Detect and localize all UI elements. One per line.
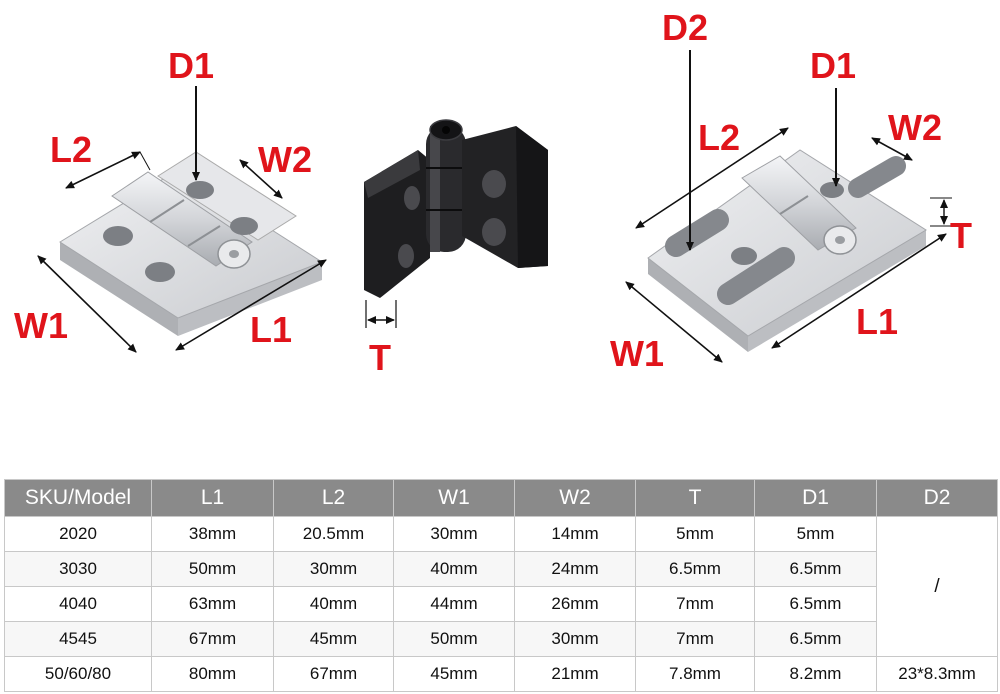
left-dim-line-l2 [65, 151, 141, 189]
table-header-row: SKU/Model L1 L2 W1 W2 T D1 D2 [4, 479, 998, 517]
right-hinge-illustration: D2 D1 L2 W2 T W1 L1 [610, 7, 972, 374]
cell-w2: 24mm [514, 551, 636, 587]
cell-w1: 50mm [393, 621, 515, 657]
cell-w1: 40mm [393, 551, 515, 587]
left-label-l2: L2 [50, 129, 92, 170]
header-t: T [635, 479, 755, 517]
right-label-t: T [950, 215, 972, 256]
header-l1: L1 [151, 479, 274, 517]
header-sku-model: SKU/Model [4, 479, 152, 517]
header-l2: L2 [273, 479, 394, 517]
header-w1: W1 [393, 479, 515, 517]
left-label-l1: L1 [250, 309, 292, 350]
cell-d1: 5mm [754, 516, 877, 552]
cell-t: 7mm [635, 586, 755, 622]
right-label-w1: W1 [610, 333, 664, 374]
left-hinge-holes [103, 181, 258, 282]
cell-d1: 6.5mm [754, 586, 877, 622]
header-d2: D2 [876, 479, 998, 517]
table-row: 4545 67mm 45mm 50mm 30mm 7mm 6.5mm [4, 621, 998, 657]
cell-sku: 3030 [4, 551, 152, 587]
cell-w2: 30mm [514, 621, 636, 657]
cell-l1: 67mm [151, 621, 274, 657]
middle-hinge-barrel [426, 119, 466, 252]
cell-l1: 63mm [151, 586, 274, 622]
cell-l1: 50mm [151, 551, 274, 587]
hinge-dimension-diagram: D1 L2 W2 W1 L1 T [14, 7, 972, 378]
cell-l2: 40mm [273, 586, 394, 622]
cell-sku: 4545 [4, 621, 152, 657]
header-d1: D1 [754, 479, 877, 517]
spec-table: SKU/Model L1 L2 W1 W2 T D1 D2 2020 38mm … [4, 479, 998, 692]
right-dim-line-w2 [871, 137, 913, 161]
cell-sku: 4040 [4, 586, 152, 622]
cell-w1: 45mm [393, 656, 515, 692]
cell-t: 5mm [635, 516, 755, 552]
cell-t: 7mm [635, 621, 755, 657]
right-label-d2: D2 [662, 7, 708, 48]
right-label-l1: L1 [856, 301, 898, 342]
cell-t: 7.8mm [635, 656, 755, 692]
right-label-w2: W2 [888, 107, 942, 148]
cell-d1: 6.5mm [754, 621, 877, 657]
table-row: 2020 38mm 20.5mm 30mm 14mm 5mm 5mm / [4, 516, 998, 657]
left-label-d1: D1 [168, 45, 214, 86]
table-row: 4040 63mm 40mm 44mm 26mm 7mm 6.5mm [4, 586, 998, 622]
table-row: 3030 50mm 30mm 40mm 24mm 6.5mm 6.5mm [4, 551, 998, 587]
cell-d2: 23*8.3mm [876, 656, 998, 692]
right-dim-line-l1 [771, 233, 947, 349]
cell-w1: 30mm [393, 516, 515, 552]
left-label-w2: W2 [258, 139, 312, 180]
cell-w2: 26mm [514, 586, 636, 622]
cell-w1: 44mm [393, 586, 515, 622]
cell-l2: 45mm [273, 621, 394, 657]
right-dim-line-l2 [635, 127, 789, 229]
cell-l1: 80mm [151, 656, 274, 692]
middle-hinge-illustration: T [364, 119, 548, 378]
cell-d1: 6.5mm [754, 551, 877, 587]
middle-label-t: T [369, 337, 391, 378]
cell-l1: 38mm [151, 516, 274, 552]
left-dim-line-w1 [37, 255, 137, 353]
cell-l2: 67mm [273, 656, 394, 692]
right-label-d1: D1 [810, 45, 856, 86]
cell-t: 6.5mm [635, 551, 755, 587]
header-w2: W2 [514, 479, 636, 517]
table-row: 50/60/80 80mm 67mm 45mm 21mm 7.8mm 8.2mm… [4, 656, 998, 692]
cell-w2: 21mm [514, 656, 636, 692]
left-label-w1: W1 [14, 305, 68, 346]
cell-w2: 14mm [514, 516, 636, 552]
cell-l2: 30mm [273, 551, 394, 587]
cell-l2: 20.5mm [273, 516, 394, 552]
left-dim-line-l1 [175, 259, 327, 351]
left-hinge-illustration: D1 L2 W2 W1 L1 [14, 45, 327, 353]
cell-d1: 8.2mm [754, 656, 877, 692]
cell-d2-merged: / [876, 516, 998, 657]
right-dim-line-w1 [625, 281, 723, 363]
cell-sku: 2020 [4, 516, 152, 552]
cell-sku: 50/60/80 [4, 656, 152, 692]
left-dim-line-w2 [239, 159, 283, 199]
right-label-l2: L2 [698, 117, 740, 158]
